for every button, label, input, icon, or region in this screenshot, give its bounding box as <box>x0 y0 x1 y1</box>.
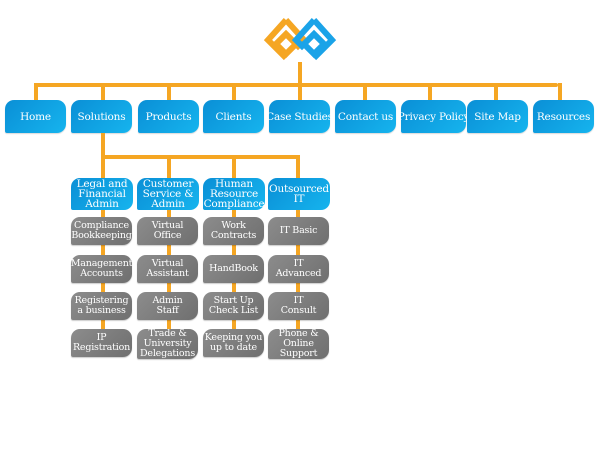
nav-privacy-policy[interactable]: Privacy Policy <box>397 100 470 133</box>
nav-drop <box>167 83 171 101</box>
nav-resources[interactable]: Resources <box>533 100 594 133</box>
sub-item-label: Management Accounts <box>70 258 133 279</box>
sub-item[interactable]: Virtual Office <box>137 217 198 245</box>
category-human-resource-compliance[interactable]: Human Resource Compliance <box>203 178 265 210</box>
nav-label: Clients <box>215 110 252 123</box>
category-label: Legal and Financial Admin <box>76 178 128 210</box>
sub-item-label: IP Registration <box>72 332 131 353</box>
nav-drop <box>34 83 38 101</box>
sub-item[interactable]: Admin Staff <box>137 292 198 320</box>
nav-label: Site Map <box>474 110 521 123</box>
sub-item-label: Virtual Office <box>151 220 184 241</box>
category-label: Human Resource Compliance <box>203 178 265 210</box>
logo-icon <box>263 17 337 61</box>
sub-item-label: IT Consult <box>280 295 317 316</box>
sub-item[interactable]: Start Up Check List <box>203 292 264 320</box>
sub-item-label: Keeping you up to date <box>204 332 263 353</box>
nav-label: Privacy Policy <box>397 110 470 123</box>
nav-products[interactable]: Products <box>138 100 199 133</box>
sub-item-label: HandBook <box>209 263 258 274</box>
category-outsourced-it[interactable]: Outsourced IT <box>268 178 330 210</box>
sub-item[interactable]: IT Consult <box>268 292 329 320</box>
sub-item-label: IT Advanced <box>275 258 322 279</box>
sub-item[interactable]: Virtual Assistant <box>137 255 198 283</box>
nav-case-studies[interactable]: Case Studies <box>266 100 333 133</box>
category-label: Customer Service & Admin <box>142 178 194 210</box>
sub-item[interactable]: Work Contracts <box>203 217 264 245</box>
nav-bus-line <box>34 83 558 87</box>
cat-drop <box>296 155 300 179</box>
sub-item[interactable]: Keeping you up to date <box>203 329 264 357</box>
sub-item-label: Phone & Online Support <box>278 328 319 359</box>
sub-item[interactable]: Management Accounts <box>71 255 132 283</box>
solutions-connector <box>101 133 105 159</box>
nav-drop <box>298 83 302 101</box>
cat-drop <box>101 155 105 179</box>
nav-home[interactable]: Home <box>5 100 66 133</box>
sub-item[interactable]: HandBook <box>203 255 264 283</box>
sub-item[interactable]: IT Advanced <box>268 255 329 283</box>
sub-item[interactable]: Compliance Bookkeeping <box>71 217 132 245</box>
logo-connector <box>298 62 302 86</box>
category-legal-financial-admin[interactable]: Legal and Financial Admin <box>71 178 133 210</box>
nav-drop <box>558 83 562 101</box>
category-label: Outsourced IT <box>269 183 329 205</box>
sub-item[interactable]: Phone & Online Support <box>268 329 329 359</box>
sub-item-label: Registering a business <box>74 295 129 316</box>
sub-item[interactable]: IP Registration <box>71 329 132 357</box>
solutions-bus-line <box>101 155 299 159</box>
sub-item-label: Trade & University Delegations <box>139 328 195 359</box>
nav-drop <box>363 83 367 101</box>
sub-item-label: Start Up Check List <box>208 295 259 316</box>
sub-item[interactable]: Registering a business <box>71 292 132 320</box>
sub-item[interactable]: Trade & University Delegations <box>137 329 198 359</box>
nav-contact-us[interactable]: Contact us <box>335 100 396 133</box>
cat-drop <box>232 155 236 179</box>
nav-site-map[interactable]: Site Map <box>467 100 528 133</box>
sub-item-label: Virtual Assistant <box>146 258 189 279</box>
sub-item-label: Compliance Bookkeeping <box>71 220 132 241</box>
nav-label: Resources <box>536 110 591 123</box>
nav-label: Contact us <box>337 110 394 123</box>
nav-drop <box>428 83 432 101</box>
nav-drop <box>232 83 236 101</box>
sub-item-label: IT Basic <box>279 225 318 236</box>
nav-label: Home <box>20 110 51 123</box>
sub-item-label: Admin Staff <box>152 295 183 316</box>
nav-label: Products <box>145 110 192 123</box>
nav-drop <box>101 83 105 101</box>
sub-item[interactable]: IT Basic <box>268 217 329 245</box>
sub-item-label: Work Contracts <box>210 220 257 241</box>
nav-solutions[interactable]: Solutions <box>71 100 132 133</box>
nav-label: Solutions <box>77 110 126 123</box>
nav-label: Case Studies <box>266 110 333 123</box>
nav-drop <box>494 83 498 101</box>
category-customer-service-admin[interactable]: Customer Service & Admin <box>137 178 199 210</box>
cat-drop <box>167 155 171 179</box>
nav-clients[interactable]: Clients <box>203 100 264 133</box>
